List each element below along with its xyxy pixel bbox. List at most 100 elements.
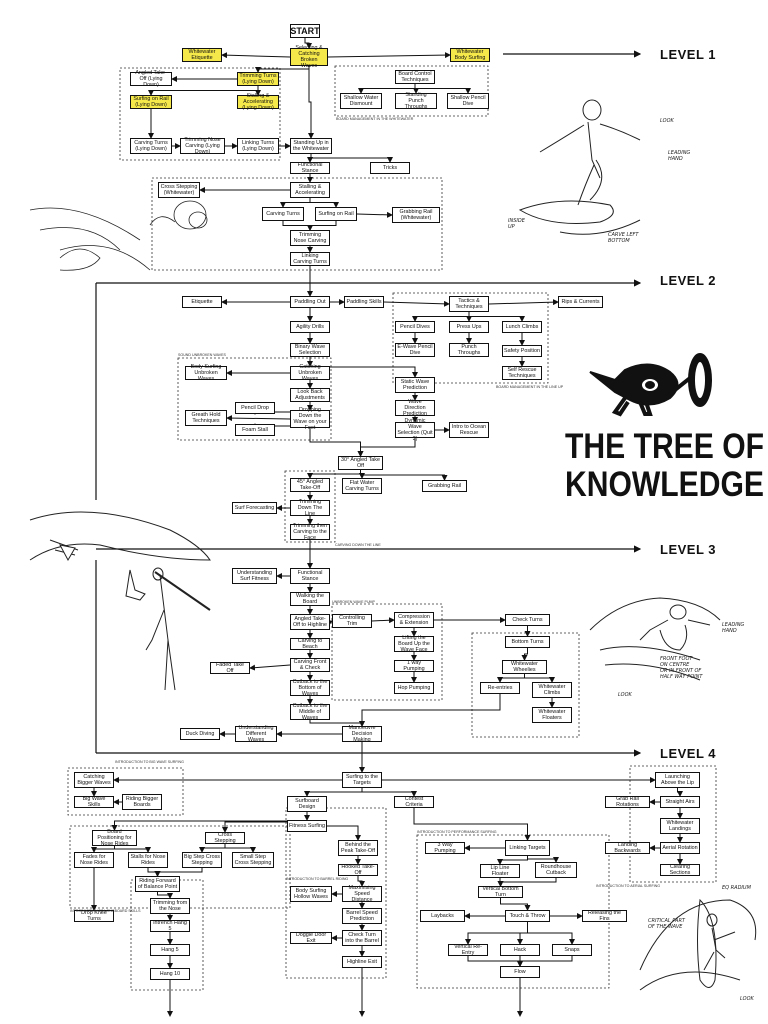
node-duck-diving[interactable]: Duck Diving [180, 728, 220, 740]
node-trimming-nose-carving[interactable]: Trimming Nose Carving [290, 230, 330, 246]
node-whitewater-floaters[interactable]: Whitewater Floaters [532, 707, 572, 723]
node-cutback-bottom[interactable]: Cutback to the Bottom of Waves [290, 679, 330, 697]
node-cross-stepping[interactable]: Cross Stepping [205, 832, 245, 844]
node-three-way-pumping[interactable]: 3 Way Pumping [425, 842, 465, 854]
node-riding-forward[interactable]: Riding Forward of Balance Point [135, 876, 180, 892]
node-hang5[interactable]: Hang 5 [150, 944, 190, 956]
node-pencil-drop[interactable]: Pencil Drop [235, 402, 275, 414]
node-board-positioning[interactable]: Board Positioning for Nose Rides [92, 829, 137, 847]
node-fitness-surfing[interactable]: Fitness Surfing [287, 820, 327, 832]
node-catching-unbroken[interactable]: Catching Unbroken Waves [290, 364, 330, 382]
node-etiquette[interactable]: Etiquette [182, 296, 222, 308]
node-selecting-catching[interactable]: Selecting & Catching Broken Waves [290, 45, 328, 69]
node-straight-airs[interactable]: Straight Airs [660, 796, 700, 808]
node-functional-stance-1[interactable]: Functional Stance [290, 162, 330, 174]
node-whitewater-etiquette[interactable]: Whitewater Etiquette [182, 48, 222, 62]
node-understanding-waves[interactable]: Understanding Different Waves [235, 725, 277, 743]
node-angled-takeoff-45[interactable]: 45° Angled Take-Off [290, 478, 330, 492]
node-rips-currents[interactable]: Rips & Currents [558, 296, 603, 308]
node-carving-turns-lying[interactable]: Carving Turns (Lying Down) [130, 138, 172, 154]
node-touch-throw[interactable]: Touch & Throw [505, 910, 550, 922]
node-stalling-accelerating[interactable]: Stalling & Accelerating [290, 182, 330, 198]
node-trimming-carving-face[interactable]: Trimming then Carving to the Face [290, 523, 330, 541]
node-standing-punch-throughs[interactable]: Standing Punch Throughs [395, 92, 437, 110]
node-intrench-hang5[interactable]: Intrench Hang 5 [150, 920, 190, 932]
node-cross-stepping-ww[interactable]: Cross Stepping (Whitewater) [158, 182, 200, 198]
node-faded-takeoff[interactable]: Faded Take Off [210, 662, 250, 674]
node-stalling-accel-lying[interactable]: Stalling & Accelerating (Lying Down) [237, 93, 279, 111]
node-whitewater-body-surfing[interactable]: Whitewater Body Surfing [450, 48, 490, 62]
node-small-step-cross[interactable]: Small Step Cross Stepping [232, 852, 274, 868]
node-clearing-sections[interactable]: Clearing Sections [660, 864, 700, 876]
node-binary-wave-selection[interactable]: Binary Wave Selection [290, 343, 330, 357]
node-hack[interactable]: Hack [500, 944, 540, 956]
node-stalls-nose-rides[interactable]: Stalls for Nose Rides [128, 852, 168, 868]
node-riding-bigger-boards[interactable]: Riding Bigger Boards [122, 794, 162, 810]
node-surfing-on-rail-lying[interactable]: Surfing on Rail (Lying Down) [130, 95, 172, 109]
node-snaps[interactable]: Snaps [552, 944, 592, 956]
node-pencil-dives[interactable]: Pencil Dives [395, 321, 435, 333]
node-drop-knee-turns[interactable]: Drop Knee Turns [74, 910, 114, 922]
node-laybacks[interactable]: Laybacks [420, 910, 465, 922]
node-catching-bigger-waves[interactable]: Catching Bigger Waves [74, 772, 114, 788]
node-vertical-bottom-turn[interactable]: Vertical Bottom Turn [478, 886, 523, 898]
node-understanding-fitness[interactable]: Understanding Surf Fitness [232, 568, 277, 584]
node-linking-carving-turns[interactable]: Linking Carving Turns [290, 252, 330, 266]
node-carving-beach[interactable]: Carving to Beach [290, 638, 330, 650]
node-fades-nose-rides[interactable]: Fades for Nose Rides [74, 852, 114, 868]
node-intro-ocean-rescue[interactable]: Intro to Ocean Rescue [449, 422, 489, 438]
node-wave-direction-prediction[interactable]: Wave Direction Prediction [395, 399, 435, 417]
node-landing-backwards[interactable]: Landing Backwards [605, 842, 650, 854]
node-maximising-speed[interactable]: Maximising Speed Distance [342, 885, 382, 903]
node-angled-takeoff-highline[interactable]: Angled Take-Off to Highline [290, 614, 330, 630]
node-reentries[interactable]: Re-entries [480, 682, 520, 694]
node-pumping[interactable]: 1 way Pumping [394, 660, 434, 672]
node-shallow-pencil-dive[interactable]: Shallow Pencil Dive [447, 93, 489, 109]
node-body-surfing-hollow[interactable]: Body Surfing Hollow Waves [290, 886, 332, 902]
node-whitewater-wheelies[interactable]: Whitewater Wheelies [502, 660, 547, 674]
node-vertical-reentry[interactable]: Vertical Re-Entry [448, 944, 488, 956]
node-self-rescue[interactable]: Self Rescue Techniques [502, 366, 542, 380]
node-cutback-middle[interactable]: Cutback to the Middle of Waves [290, 703, 330, 721]
node-lifting-board[interactable]: Lifting the Board Up the Wave Face [394, 635, 434, 653]
node-standing-up-whitewater[interactable]: Standing Up in the Whitewater [290, 138, 332, 154]
node-grab-rail-rotations[interactable]: Grab Rail Rotations [605, 796, 650, 808]
node-lip-line-floater[interactable]: Lip Line Floater [480, 864, 520, 878]
node-aerial-rotation[interactable]: Aerial Rotation [660, 842, 700, 854]
node-surfing-targets[interactable]: Surfing to the Targets [342, 772, 382, 788]
node-whitewater-climbs[interactable]: Whitewater Climbs [532, 682, 572, 698]
node-greath-hold[interactable]: Greath Hold Techniques [185, 410, 227, 426]
node-grabbing-rail-ww[interactable]: Grabbing Rail (Whitewater) [392, 207, 440, 223]
node-releasing-fins[interactable]: Releasing the Fins [582, 910, 627, 922]
node-doggie-door-exit[interactable]: Doggie Door Exit [290, 932, 332, 944]
node-manoeuvre-decision[interactable]: Manoeuvre Decision Making [342, 725, 382, 743]
node-tricks[interactable]: Tricks [370, 162, 410, 174]
node-carving-turns[interactable]: Carving Turns [262, 207, 304, 221]
node-hooked-takeoff[interactable]: Hooked Take-Off [338, 864, 378, 876]
node-agility-drills[interactable]: Agility Drills [290, 321, 330, 333]
node-big-wave-skills[interactable]: Big Wave Skills [74, 796, 114, 808]
node-whitewater-landings[interactable]: Whitewater Landings [660, 818, 700, 834]
node-trimming-from-nose[interactable]: Trimming from the Nose [150, 898, 190, 914]
node-surfboard-design[interactable]: Surfboard Design [287, 796, 327, 812]
node-paddling-skills[interactable]: Paddling Skills [344, 296, 384, 308]
node-dropping-down-wave[interactable]: Dropping Down the Wave on your Feet [290, 407, 330, 431]
node-look-back-adjustments[interactable]: Look Back Adjustments [290, 388, 330, 402]
node-angled-takeoff-30[interactable]: 30° Angled Take Off [338, 456, 383, 470]
node-foam-stall[interactable]: Foam Stall [235, 424, 275, 436]
node-press-ups[interactable]: Press Ups [449, 321, 489, 333]
node-flow[interactable]: Flow [500, 966, 540, 978]
node-safety-position[interactable]: Safety Position [502, 345, 542, 357]
node-lunch-climbs[interactable]: Lunch Climbs [502, 321, 542, 333]
node-board-control[interactable]: Board Control Techniques [395, 70, 435, 84]
node-dynamic-wave-selection[interactable]: Dynamic Wave Selection (Quit 3) [395, 418, 435, 442]
node-launching-lip[interactable]: Launching Above the Lip [655, 772, 700, 788]
node-barrel-speed[interactable]: Barrel Speed Prediction [342, 908, 382, 924]
node-trimming-turns-lying[interactable]: Trimming Turns (Lying Down) [237, 72, 279, 86]
node-tactics-techniques[interactable]: Tactics & Techniques [449, 296, 489, 312]
node-compression-extension[interactable]: Compression & Extension [394, 612, 434, 628]
node-contest-criteria[interactable]: Contest Criteria [394, 796, 434, 808]
node-linking-targets[interactable]: Linking Targets [505, 840, 550, 856]
node-hop-pumping[interactable]: Hop Pumping [394, 682, 434, 694]
node-check-turn-barrel[interactable]: Check Turn into the Barrel [342, 930, 382, 946]
